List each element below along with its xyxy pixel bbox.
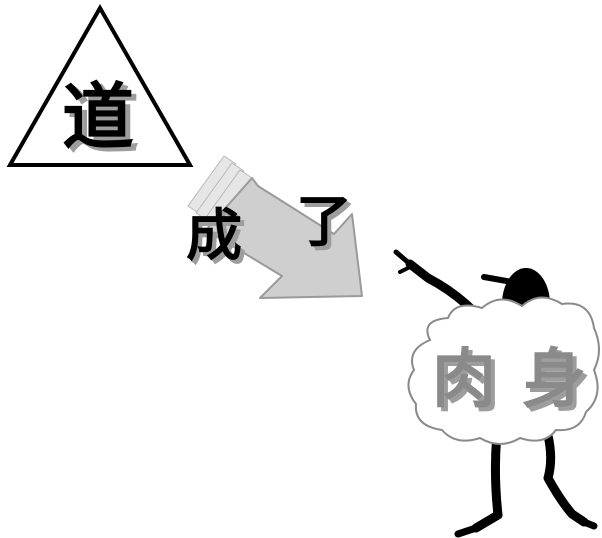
- cloud-character-1: 肉: [432, 342, 496, 417]
- arrow-character-1: 成: [186, 203, 242, 269]
- cloud-character-2: 身: [522, 342, 586, 417]
- triangle-character: 道: [62, 74, 134, 159]
- triangle-sign: 道 道: [10, 8, 190, 165]
- arrow-character-2: 了: [296, 189, 352, 255]
